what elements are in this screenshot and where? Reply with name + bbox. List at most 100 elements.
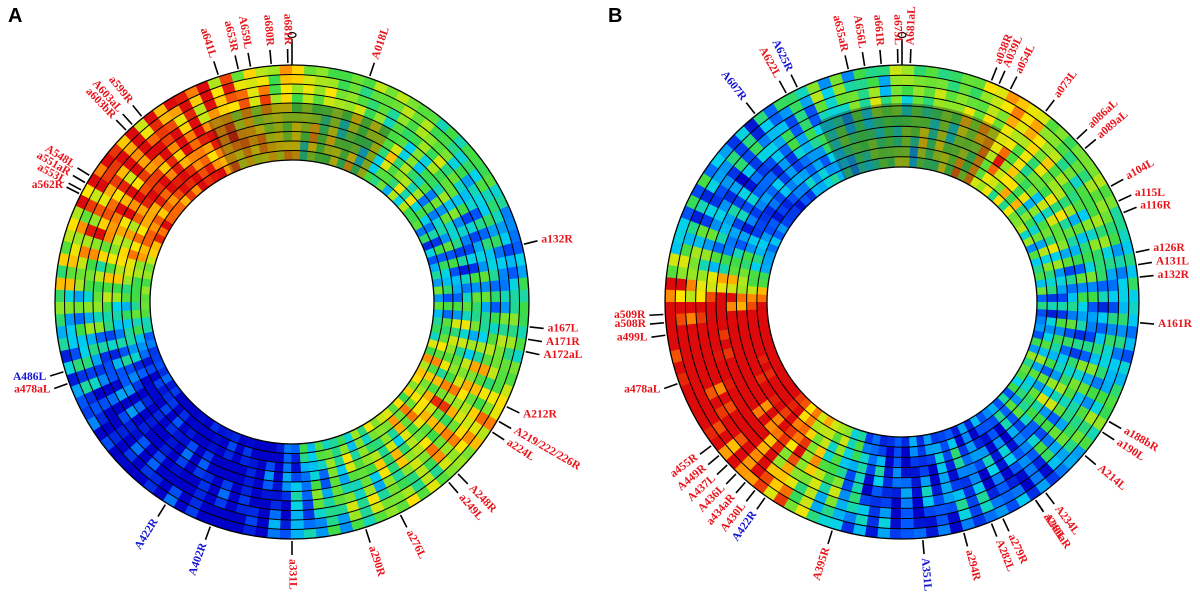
heat-cell	[686, 219, 701, 236]
heat-cell	[95, 259, 107, 273]
ring-track-line	[149, 159, 435, 445]
heat-cell	[292, 122, 303, 132]
heat-cell	[891, 477, 902, 488]
heat-cell	[97, 249, 110, 263]
mutation-label: a681R	[281, 14, 294, 46]
label-leader-line	[649, 322, 664, 325]
heat-cell	[328, 475, 342, 488]
heat-cell	[283, 443, 292, 454]
heat-cell	[696, 223, 710, 239]
heat-cell	[76, 333, 89, 348]
label-leader-line	[922, 540, 925, 555]
heat-cell	[727, 318, 739, 330]
heat-cell	[1077, 292, 1088, 303]
ring-track-line	[715, 115, 1089, 489]
heat-cell	[495, 334, 508, 349]
heat-cell	[240, 107, 254, 119]
heat-cell	[1057, 302, 1068, 312]
heat-cell	[851, 523, 867, 537]
heat-cell	[292, 93, 305, 104]
heat-cell	[922, 96, 936, 109]
heat-cell	[84, 321, 96, 335]
heat-cell	[335, 434, 347, 447]
heat-cell	[1027, 367, 1041, 381]
heat-cell	[863, 525, 879, 538]
heat-cell	[859, 97, 873, 111]
heat-cell	[227, 100, 242, 113]
heat-cell	[329, 116, 343, 129]
heat-cell	[122, 317, 133, 329]
heat-cell	[1097, 291, 1109, 304]
ring-track-line	[746, 146, 1058, 458]
heat-cell	[283, 141, 293, 151]
heat-cell	[219, 478, 234, 492]
heat-cell	[338, 443, 350, 456]
heat-cell	[99, 350, 112, 364]
heat-cell	[709, 339, 723, 353]
heat-cell	[675, 300, 686, 314]
heat-cell	[55, 275, 66, 291]
heat-cell	[84, 268, 96, 282]
heat-cell	[479, 270, 491, 284]
heat-cell	[941, 491, 956, 505]
heat-cell	[227, 130, 241, 143]
heat-cell	[844, 501, 860, 514]
heat-cell	[882, 116, 894, 128]
heat-cell	[480, 311, 491, 324]
heat-cell	[121, 309, 132, 320]
heat-cell	[172, 498, 189, 514]
heat-cell	[463, 243, 476, 257]
heat-cell	[474, 341, 487, 355]
mutation-label: a478aL	[624, 384, 661, 396]
heat-cell	[665, 300, 676, 315]
heat-cell	[481, 291, 491, 304]
heat-cell	[183, 107, 199, 122]
heat-cell	[102, 281, 114, 293]
heat-cell	[865, 515, 880, 528]
heat-cell	[720, 252, 733, 266]
heat-cell	[922, 434, 933, 446]
heat-cell	[430, 324, 442, 335]
heat-cell	[1032, 264, 1045, 275]
heat-cell	[840, 69, 857, 83]
heat-cell	[675, 288, 686, 302]
heat-cell	[438, 333, 450, 345]
heat-cell	[726, 282, 738, 294]
mutation-label: a294R	[963, 549, 983, 583]
heat-cell	[460, 273, 472, 286]
heat-cell	[74, 393, 90, 410]
heat-cell	[428, 331, 441, 342]
heat-cell	[500, 302, 510, 315]
heat-cell	[890, 85, 904, 96]
heat-cell	[726, 309, 738, 321]
heat-cell	[722, 243, 736, 257]
mutation-label: a167L	[548, 323, 579, 335]
heat-cell	[235, 463, 248, 476]
heat-cell	[757, 315, 769, 325]
heat-cell	[183, 504, 200, 519]
heat-cell	[877, 147, 888, 159]
mutation-label: A212R	[523, 408, 558, 420]
heat-cell	[716, 291, 727, 302]
heat-cell	[890, 487, 902, 499]
heat-cell	[893, 436, 902, 448]
heat-cell	[138, 348, 151, 360]
heat-cell	[489, 183, 504, 200]
heat-cell	[1094, 224, 1109, 240]
heat-cell	[353, 103, 368, 117]
heat-cell	[275, 141, 285, 152]
heat-cell	[291, 481, 302, 492]
heat-cell	[465, 339, 478, 353]
heat-cell	[74, 289, 84, 302]
heat-cell	[828, 105, 843, 119]
heat-cell	[920, 485, 933, 498]
heat-cell	[1035, 279, 1047, 289]
heat-cell	[860, 442, 872, 455]
heat-cell	[950, 112, 964, 126]
heat-cell	[72, 230, 86, 246]
heat-cell	[1115, 324, 1128, 339]
heat-cell	[776, 222, 790, 235]
heat-cell	[57, 251, 70, 267]
heat-cell	[869, 96, 883, 109]
heat-cell	[705, 227, 720, 242]
